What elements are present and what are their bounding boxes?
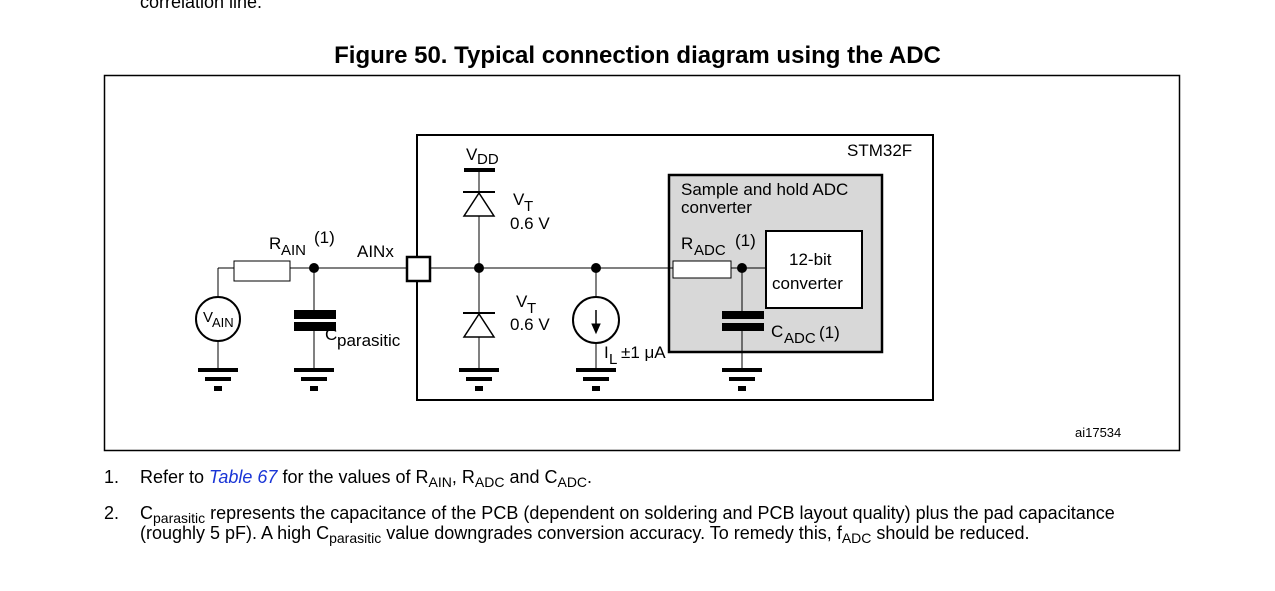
ground-icon <box>576 368 616 391</box>
table-67-link[interactable]: Table 67 <box>209 467 278 487</box>
ground-icon <box>294 368 334 391</box>
il-sub: L <box>609 351 617 368</box>
vt-upper-value: 0.6 V <box>510 214 550 233</box>
footnote-text: , R <box>451 467 475 487</box>
subscript: AIN <box>428 474 452 490</box>
ground-icon <box>722 368 762 391</box>
cadc-sub: ADC <box>784 330 816 347</box>
rain-sub: AIN <box>281 242 306 259</box>
footnote-text: for the values of R <box>277 467 429 487</box>
junction-dots <box>309 263 747 273</box>
vain-sub: AIN <box>212 315 234 330</box>
subscript: parasitic <box>153 510 206 526</box>
footnote-text: should be reduced. <box>871 523 1030 543</box>
subscript: ADC <box>557 474 588 490</box>
capacitor-cparasitic <box>294 310 336 331</box>
sample-hold-label-2: converter <box>681 198 752 217</box>
ground-icon <box>198 368 238 391</box>
vt-lower-value: 0.6 V <box>510 315 550 334</box>
il-value: ±1 μA <box>621 343 666 362</box>
footnote-text: Refer to <box>140 467 210 487</box>
vt-upper-sub: T <box>524 198 533 215</box>
cadc-label: C <box>771 322 783 341</box>
footnote-number: 1. <box>104 467 120 487</box>
lower-diode <box>462 312 496 338</box>
figure-title: Figure 50. Typical connection diagram us… <box>334 42 941 69</box>
cadc-note: (1) <box>819 323 840 342</box>
cparasitic-label: C <box>325 325 337 344</box>
converter-label-2: converter <box>772 274 843 293</box>
vdd-label: V <box>466 145 478 164</box>
sample-hold-label-1: Sample and hold ADC <box>681 180 848 199</box>
converter-label-1: 12-bit <box>789 250 832 269</box>
cparasitic-sub: parasitic <box>337 331 401 350</box>
radc-resistor <box>672 260 732 279</box>
vt-upper-label: V <box>513 190 525 209</box>
footnote-number: 2. <box>104 503 120 523</box>
vain-source <box>195 296 241 342</box>
capacitor-cadc <box>722 311 764 331</box>
chip-label: STM32F <box>847 141 912 160</box>
ainx-pad <box>405 255 432 283</box>
radc-label: R <box>681 234 693 253</box>
footnote-text: and C <box>504 467 558 487</box>
rain-note: (1) <box>314 228 335 247</box>
vt-lower-sub: T <box>527 300 536 317</box>
subscript: ADC <box>474 474 505 490</box>
figure-id: ai17534 <box>1075 425 1121 440</box>
footnote-text: value downgrades conversion accuracy. To… <box>381 523 842 543</box>
vain-label: V <box>203 309 213 326</box>
subscript: ADC <box>841 530 872 546</box>
radc-note: (1) <box>735 231 756 250</box>
12bit-converter-box <box>765 230 863 309</box>
footnote-text: represents the capacitance of the PCB (d… <box>140 503 1115 543</box>
upper-diode <box>462 191 496 217</box>
figure-frame <box>103 74 1181 452</box>
subscript: parasitic <box>329 530 382 546</box>
current-arrow-icon <box>591 323 601 335</box>
vdd-label-sub: DD <box>477 151 499 168</box>
rain-resistor <box>233 260 291 282</box>
footnote-text: . <box>587 467 593 487</box>
previous-paragraph-text: correlation line. <box>140 0 263 12</box>
footnote-text: C <box>140 503 153 523</box>
ground-icon <box>459 368 499 391</box>
radc-sub: ADC <box>694 242 726 259</box>
il-label: I <box>604 343 609 362</box>
vt-lower-label: V <box>516 292 528 311</box>
ainx-label: AINx <box>357 242 394 261</box>
rain-label: R <box>269 234 281 253</box>
